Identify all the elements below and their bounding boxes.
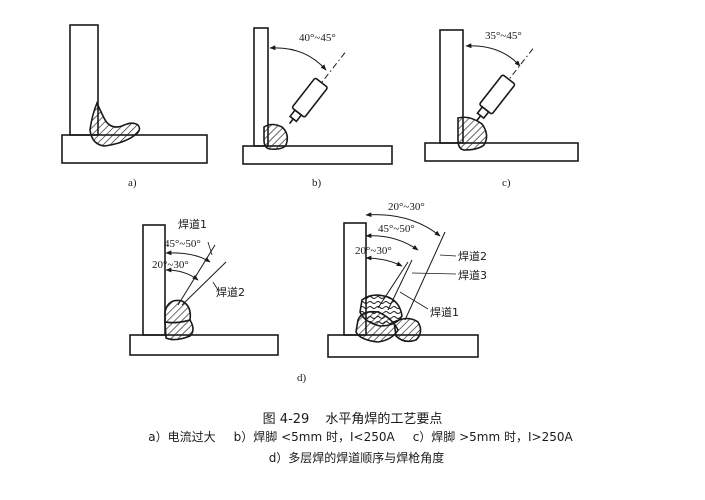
panel-c-angle: 35°~45° bbox=[485, 30, 522, 42]
welding-figure: a) 40°~45° b) bbox=[61, 24, 579, 384]
caption-b: b）焊脚 <5mm 时，I<250A bbox=[233, 430, 395, 444]
panel-d-right-pass2-label: 焊道2 bbox=[458, 249, 487, 263]
weld-pass-1 bbox=[164, 299, 192, 324]
figure-number: 图 4-29 bbox=[262, 412, 310, 427]
panel-d-left-pass2-label: 焊道2 bbox=[216, 285, 245, 299]
panel-d-left-angle-45-50: 45°~50° bbox=[164, 238, 201, 250]
panel-d-right-angle-top: 20°~30° bbox=[388, 201, 425, 213]
panel-c-label: c) bbox=[502, 177, 511, 189]
vertical-plate bbox=[142, 224, 166, 336]
figure-caption-title: 图 4-29 水平角焊的工艺要点 bbox=[0, 408, 705, 427]
base-plate bbox=[242, 145, 393, 165]
panel-d-right-angle-mid: 45°~50° bbox=[378, 223, 415, 235]
panel-d-right-diagram bbox=[327, 212, 479, 358]
torch-axis-pass-3 bbox=[377, 261, 409, 309]
base-plate bbox=[129, 334, 279, 356]
angle-arc bbox=[269, 45, 327, 71]
welding-torch bbox=[288, 52, 346, 125]
weld-pass-2 bbox=[164, 319, 194, 341]
weld-bead-overcurrent bbox=[89, 100, 141, 147]
panel-a-label: a) bbox=[128, 177, 137, 189]
figure-caption-d: d）多层焊的焊道顺序与焊枪角度 bbox=[4, 449, 705, 466]
caption-a: a）电流过大 bbox=[148, 430, 216, 444]
panel-d-label: d) bbox=[297, 372, 307, 384]
angle-arc-45-50 bbox=[365, 233, 419, 251]
panel-d-left-pass1-label: 焊道1 bbox=[178, 217, 207, 231]
panel-d-left-diagram bbox=[129, 224, 279, 356]
panel-d-right-angle-low: 20°~30° bbox=[355, 245, 392, 257]
weld-bead bbox=[457, 116, 488, 151]
torch-axis-pass-1 bbox=[387, 259, 413, 311]
torch-axis-pass-2 bbox=[404, 231, 446, 321]
angle-arc-45-50 bbox=[165, 250, 211, 263]
panel-c-diagram bbox=[424, 29, 579, 162]
panel-b-label: b) bbox=[312, 177, 322, 189]
weld-pass-2 bbox=[393, 317, 422, 343]
figure-caption-subitems: a）电流过大 b）焊脚 <5mm 时，I<250A c）焊脚 >5mm 时，I>25… bbox=[8, 428, 705, 445]
base-plate bbox=[424, 142, 579, 162]
panel-b-angle: 40°~45° bbox=[299, 32, 336, 44]
panel-d-right-pass1-label: 焊道1 bbox=[430, 305, 459, 319]
angle-arc-20-30 bbox=[165, 267, 199, 281]
angle-arc-top-20-30 bbox=[365, 212, 441, 237]
panel-a-diagram bbox=[61, 24, 208, 164]
panel-b-diagram bbox=[242, 27, 393, 165]
caption-d: d）多层焊的焊道顺序与焊枪角度 bbox=[268, 451, 445, 465]
leader-pass-1 bbox=[399, 291, 429, 310]
leader-pass-2 bbox=[212, 281, 219, 291]
torch-axis-pass-2 bbox=[181, 261, 227, 306]
figure-title: 水平角焊的工艺要点 bbox=[325, 412, 443, 427]
caption-c: c）焊脚 >5mm 时，I>250A bbox=[412, 430, 573, 444]
panel-d-left-angle-20-30: 20°~30° bbox=[152, 259, 189, 271]
leader-pass-2 bbox=[439, 254, 457, 257]
base-plate bbox=[61, 134, 208, 164]
weld-bead bbox=[263, 123, 289, 150]
angle-arc bbox=[465, 43, 521, 67]
leader-pass-3 bbox=[411, 272, 457, 275]
angle-arc-low-20-30 bbox=[365, 255, 403, 267]
leader-pass-1 bbox=[207, 241, 213, 256]
welding-torch bbox=[476, 48, 534, 121]
panel-d-right-pass3-label: 焊道3 bbox=[458, 268, 487, 282]
